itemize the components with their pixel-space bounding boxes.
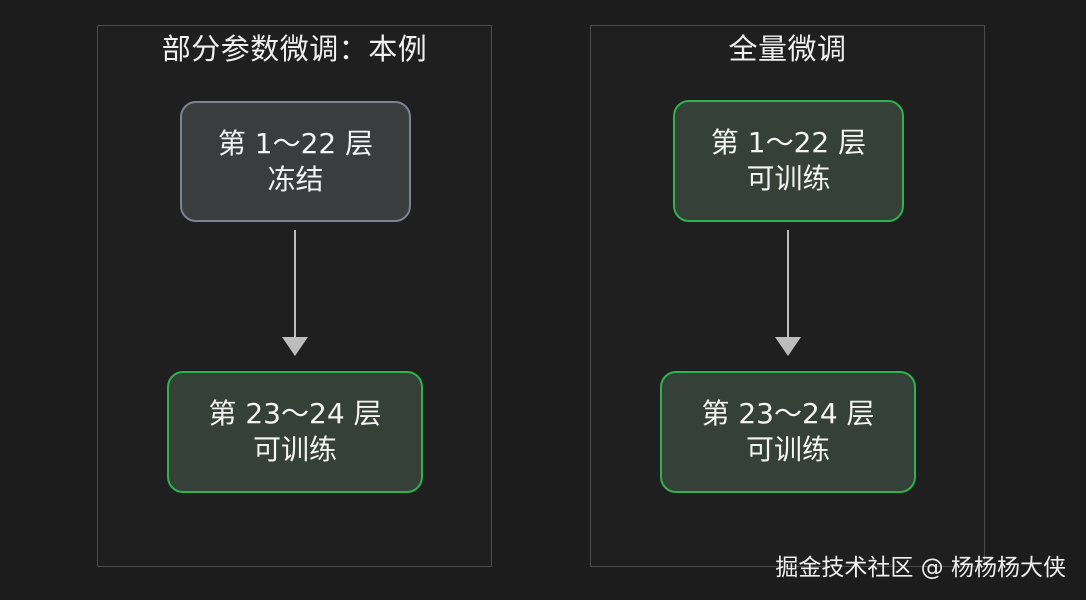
panel-title: 部分参数微调：本例 xyxy=(161,32,428,66)
node-line-2: 冻结 xyxy=(267,162,324,196)
node-line-1: 第 23～24 层 xyxy=(208,397,382,430)
node-line-2: 可训练 xyxy=(746,162,831,195)
node-line-1: 第 1～22 层 xyxy=(710,126,867,159)
node-line-1: 第 23～24 层 xyxy=(701,397,875,430)
trainable-layers-node: 第 1～22 层 可训练 xyxy=(673,100,904,222)
watermark: 掘金技术社区 @ 杨杨杨大侠 xyxy=(775,555,1066,581)
partial-finetune-panel: 部分参数微调：本例 第 1～22 层 冻结 第 23～24 层 可训练 xyxy=(97,25,492,567)
flow-arrow-icon xyxy=(775,230,801,356)
trainable-layers-node: 第 23～24 层 可训练 xyxy=(660,371,916,493)
node-line-2: 可训练 xyxy=(745,433,830,466)
flow-arrow-icon xyxy=(282,230,308,356)
panel-title: 全量微调 xyxy=(728,32,847,66)
trainable-layers-node: 第 23～24 层 可训练 xyxy=(167,371,423,493)
full-finetune-panel: 全量微调 第 1～22 层 可训练 第 23～24 层 可训练 xyxy=(590,25,985,567)
node-line-1: 第 1～22 层 xyxy=(217,126,374,160)
node-line-2: 可训练 xyxy=(252,433,337,466)
frozen-layers-node: 第 1～22 层 冻结 xyxy=(180,101,411,222)
